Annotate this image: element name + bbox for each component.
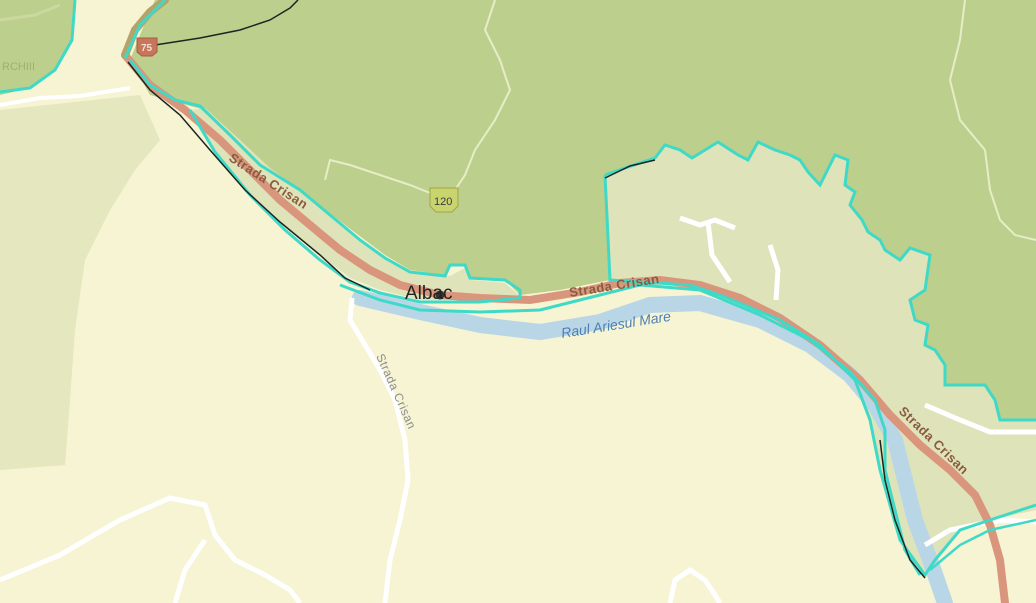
edge-label-fragment: RCHIII: [2, 61, 35, 73]
minor-road-settlement-2: [705, 221, 733, 284]
boundary-settlement-left: [603, 174, 1036, 578]
river-ariesul-mare: [352, 290, 953, 603]
boundary-forest-main: [604, 140, 1036, 422]
forest-trail-1: [324, 0, 512, 197]
boundary-corridor-west: [128, 59, 522, 304]
boundary-top-left: [0, 0, 77, 94]
forest-area-top-left: [0, 0, 75, 95]
route-shield-120-label: 120: [434, 196, 452, 208]
forest-trail-3: [0, 3, 61, 22]
boundary-dark-west: [127, 61, 371, 291]
boundary-river-south: [339, 283, 922, 576]
boundary-dark-south: [879, 439, 926, 579]
minor-road-settlement-3: [767, 244, 781, 301]
minor-road-east: [924, 402, 1036, 435]
town-label-albac[interactable]: Albac: [405, 283, 453, 304]
minor-road-northwest: [0, 86, 131, 107]
boundary-dark-north-settlement: [604, 159, 656, 179]
route-shield-75-label: 75: [141, 43, 153, 54]
lowland-area-left: [0, 95, 160, 470]
minor-road-bottom-curve: [172, 538, 208, 603]
dot-marker-icon[interactable]: [435, 290, 445, 300]
minor-road-bottom-mid: [667, 566, 723, 603]
forest-area-main: [130, 0, 1036, 420]
boundary-top-center: [123, 0, 167, 59]
road-strada-crisan: [121, 51, 1009, 603]
boundary-southeast: [929, 518, 1036, 571]
forest-trail-2: [948, 0, 1036, 241]
boundary-dark-top: [154, 0, 299, 46]
minor-road-bottom-left: [0, 495, 302, 603]
minor-road-vertical: [347, 297, 411, 603]
route-shield-icon: 120: [429, 187, 459, 213]
route-shield-icon: 75: [136, 37, 158, 57]
